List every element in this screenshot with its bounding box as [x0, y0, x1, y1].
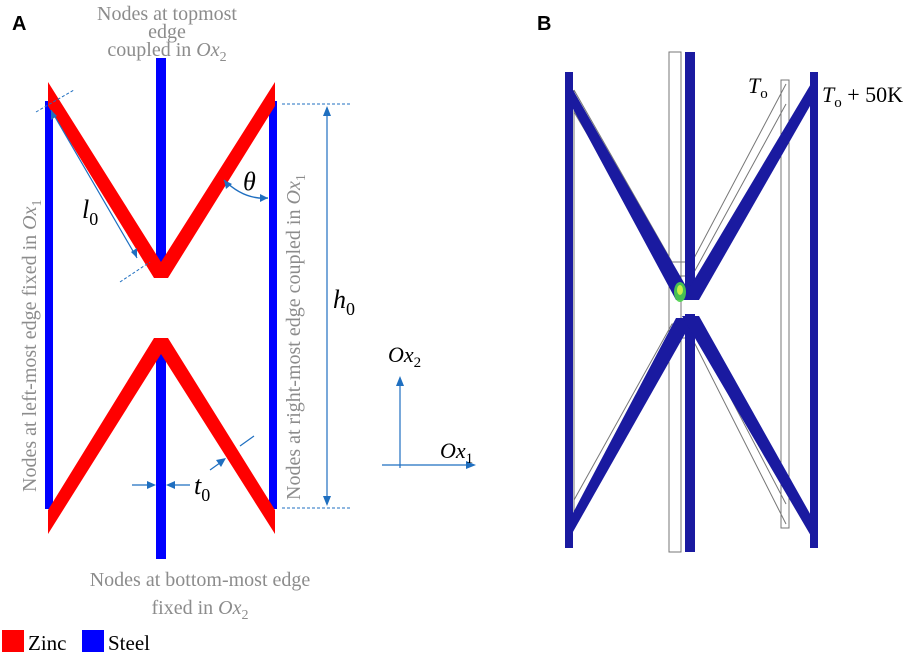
to-plus-50k-label: To + 50K — [822, 82, 903, 111]
undeformed-lower-v-b — [573, 323, 787, 505]
ox2-label: Ox2 — [388, 342, 421, 371]
l0-dimension-line — [50, 109, 138, 259]
steel-right-bar — [269, 101, 277, 509]
deformed-upper-right-arm — [682, 72, 818, 300]
t0-diag-arrow-line-1 — [239, 435, 255, 447]
legend: Zinc Steel — [2, 630, 150, 654]
undeformed-center-column — [668, 51, 682, 553]
panel-b-label: B — [537, 13, 551, 35]
t0-right-arrow — [166, 481, 175, 489]
steel-left-bar — [45, 101, 53, 509]
deformed-lower-right-arm — [682, 316, 818, 548]
undeformed-outline — [573, 51, 790, 553]
theta-arrow-end — [260, 194, 268, 202]
undeformed-upper-v-a — [573, 83, 787, 263]
h0-arrow-bottom — [323, 496, 331, 506]
top-note-line3: coupled in Ox2 — [107, 39, 226, 65]
deformed-upper-left-arm — [565, 76, 694, 300]
right-note: Nodes at right-most edge coupled in Ox1 — [283, 174, 309, 500]
stress-hotspot-core — [677, 285, 683, 295]
h0-label: h0 — [333, 285, 355, 319]
legend-steel-label: Steel — [108, 631, 150, 654]
l0-arrow-top — [51, 110, 57, 120]
h0-arrow-top — [323, 106, 331, 116]
steel-center-bottom-bar — [156, 340, 166, 559]
l0-label: l0 — [82, 195, 98, 229]
top-note-line2: edge — [148, 21, 186, 43]
l0-dashed-bottom — [119, 261, 151, 283]
left-note: Nodes at left-most edge fixed in Ox1 — [19, 200, 45, 492]
deformed-left-column — [565, 72, 573, 548]
to-label: To — [748, 73, 768, 102]
t0-left-arrow — [147, 481, 156, 489]
legend-steel-swatch — [82, 630, 104, 652]
bottom-note-line1: Nodes at bottom-most edge — [90, 569, 311, 591]
deformed-lower-left-arm — [565, 318, 694, 546]
deformed-center-lower-column — [685, 314, 695, 552]
legend-zinc-swatch — [2, 630, 24, 652]
bottom-note-line2: fixed in Ox2 — [152, 597, 249, 623]
panel-a: A θ l0 h0 — [12, 3, 476, 623]
t0-label: t0 — [194, 471, 210, 505]
legend-zinc-label: Zinc — [28, 631, 66, 654]
l0-dashed-top — [35, 89, 75, 113]
deformed-right-column — [810, 72, 818, 548]
panel-b: B To To + 50K — [537, 13, 903, 553]
deformed-center-upper-column — [685, 52, 695, 298]
theta-label: θ — [243, 167, 256, 196]
l0-arrow-bottom — [131, 248, 137, 258]
top-note-line1: Nodes at topmost — [97, 3, 237, 25]
steel-center-top-bar — [156, 58, 166, 278]
panel-a-label: A — [12, 13, 26, 35]
theta-arrow-start — [224, 180, 232, 189]
ox1-arrowhead — [466, 461, 476, 469]
t0-diag-arrow — [216, 458, 226, 467]
undeformed-right-column — [780, 79, 790, 529]
ox2-arrowhead — [396, 376, 404, 386]
ox1-label: Ox1 — [440, 438, 473, 467]
